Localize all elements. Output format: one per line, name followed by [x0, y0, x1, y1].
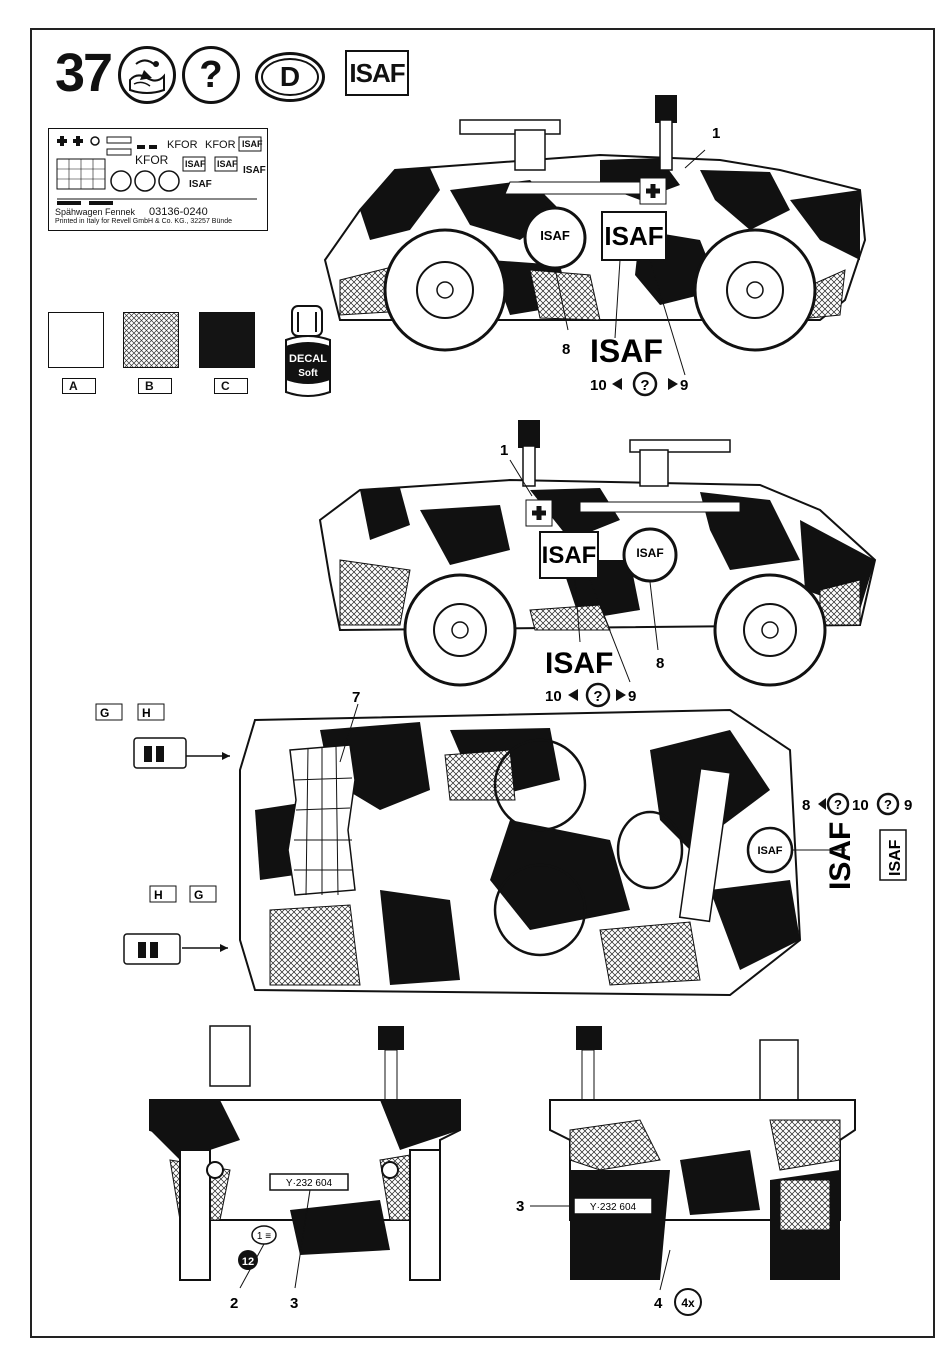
side-view-left: ISAF ISAF 1 ISAF 8 10 ? 9 [300, 410, 900, 710]
label-a: A [62, 378, 96, 394]
callout-1-left: 1 [500, 442, 508, 459]
crosshatch-pattern [124, 313, 178, 367]
help-icon-top-2: ? [884, 797, 892, 812]
decal-water-icon [118, 46, 176, 104]
roundel-text-left: ISAF [636, 546, 663, 560]
sheet-printed: Printed in Italy for Revell GmbH & Co. K… [55, 218, 232, 225]
rear-qty: 4x [681, 1296, 695, 1310]
roundel-text-top: ISAF [757, 845, 782, 857]
swatch-a [48, 312, 104, 368]
sheet-kfor-2: KFOR [205, 139, 236, 151]
label-h-2: H [154, 888, 163, 902]
step-number: 37 [55, 42, 111, 104]
callout-8-left: 8 [656, 655, 664, 672]
side-view-right: ISAF ISAF 1 8 ISAF 10 ? 9 [300, 90, 900, 400]
label-g-2: G [194, 888, 203, 902]
label-g-1: G [100, 706, 109, 720]
sheet-kfor-1: KFOR [167, 139, 198, 151]
sheet-isaf-e: ISAF [189, 179, 212, 190]
decal-isaf-left: ISAF [545, 647, 613, 680]
help-icon: ? [182, 46, 240, 104]
country-code: D [280, 61, 300, 93]
top-view: ISAF G H H G 7 8 ? 10 ? 9 ISAF ISAF [90, 690, 930, 1010]
callout-7: 7 [352, 690, 360, 706]
swatch-b [123, 312, 179, 368]
callout-10: 10 [590, 377, 607, 394]
callout-12: 12 [242, 1256, 254, 1268]
roundel-text-right: ISAF [540, 228, 570, 243]
front-sticker: 1 ≡ [257, 1231, 271, 1242]
callout-8: 8 [562, 341, 570, 358]
front-view: Y·232 604 1 ≡ 12 2 3 [140, 1020, 480, 1320]
callout-2: 2 [230, 1295, 238, 1312]
front-plate: Y·232 604 [286, 1178, 333, 1189]
sheet-isaf-d: ISAF [243, 165, 266, 176]
callout-1: 1 [712, 125, 720, 142]
sheet-isaf-a: ISAF [242, 139, 263, 149]
decal-sheet: KFOR KFOR KFOR ISAF ISAF ISAF ISAF ISAF … [48, 128, 268, 231]
rear-plate: Y·232 604 [590, 1202, 637, 1213]
sheet-vehicle-name: Spähwagen Fennek [55, 207, 135, 217]
callout-10-top: 10 [852, 797, 869, 814]
rear-callout-4: 4 [654, 1295, 663, 1312]
sheet-isaf-c: ISAF [217, 159, 238, 169]
sheet-kfor-3: KFOR [135, 153, 168, 167]
decal-isaf-right: ISAF [590, 333, 663, 369]
sheet-kit-number: 03136-0240 [149, 206, 208, 218]
callout-9-top: 9 [904, 797, 912, 814]
callout-3: 3 [290, 1295, 298, 1312]
help-icon-right: ? [640, 377, 649, 394]
help-icon-top-1: ? [834, 797, 842, 812]
panel-text-left: ISAF [542, 542, 597, 569]
callout-8-top: 8 [802, 797, 810, 814]
callout-9: 9 [680, 377, 688, 394]
sheet-isaf-b: ISAF [185, 159, 206, 169]
decal-isaf-top: ISAF [824, 822, 857, 890]
label-h-1: H [142, 706, 151, 720]
cross-icons [57, 136, 99, 146]
rear-view: Y·232 604 3 4 4x [510, 1020, 890, 1320]
label-b: B [138, 378, 172, 394]
rear-callout-3: 3 [516, 1198, 524, 1215]
panel-text-top: ISAF [887, 839, 904, 876]
panel-text-right: ISAF [604, 221, 663, 251]
swatch-c [199, 312, 255, 368]
label-c: C [214, 378, 248, 394]
